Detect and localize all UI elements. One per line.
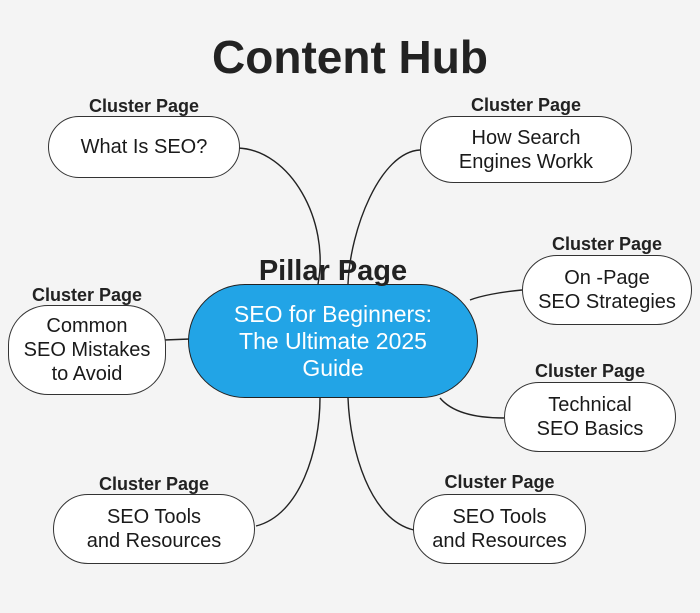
diagram-title: Content Hub: [212, 31, 488, 83]
cluster-node-seo-tools-left[interactable]: SEO Tools and Resources: [53, 494, 255, 564]
pillar-label: Pillar Page: [258, 255, 408, 287]
cluster-label: Cluster Page: [31, 285, 143, 305]
cluster-node-seo-tools-right[interactable]: SEO Tools and Resources: [413, 494, 586, 564]
cluster-label: Cluster Page: [534, 361, 646, 381]
connector-tools-right: [347, 397, 415, 531]
cluster-label: Cluster Page: [88, 96, 200, 116]
cluster-label: Cluster Page: [470, 95, 582, 115]
connector-common-mistakes: [163, 338, 191, 341]
connector-technical: [439, 397, 505, 419]
cluster-label: Cluster Page: [551, 234, 663, 254]
cluster-node-common-seo-mistakes[interactable]: Common SEO Mistakes to Avoid: [8, 305, 166, 395]
cluster-node-on-page-seo[interactable]: On -Page SEO Strategies: [522, 255, 692, 325]
cluster-node-technical-seo-basics[interactable]: Technical SEO Basics: [504, 382, 676, 452]
connector-on-page: [469, 289, 523, 301]
cluster-label: Cluster Page: [444, 472, 555, 492]
cluster-node-how-search-engines-work[interactable]: How Search Engines Workk: [420, 116, 632, 183]
cluster-label: Cluster Page: [98, 474, 210, 494]
pillar-node[interactable]: SEO for Beginners: The Ultimate 2025 Gui…: [188, 284, 478, 398]
connector-how-search-engines: [347, 149, 421, 285]
cluster-node-what-is-seo[interactable]: What Is SEO?: [48, 116, 240, 178]
connector-what-is-seo: [237, 147, 321, 285]
connector-tools-left: [255, 397, 321, 527]
